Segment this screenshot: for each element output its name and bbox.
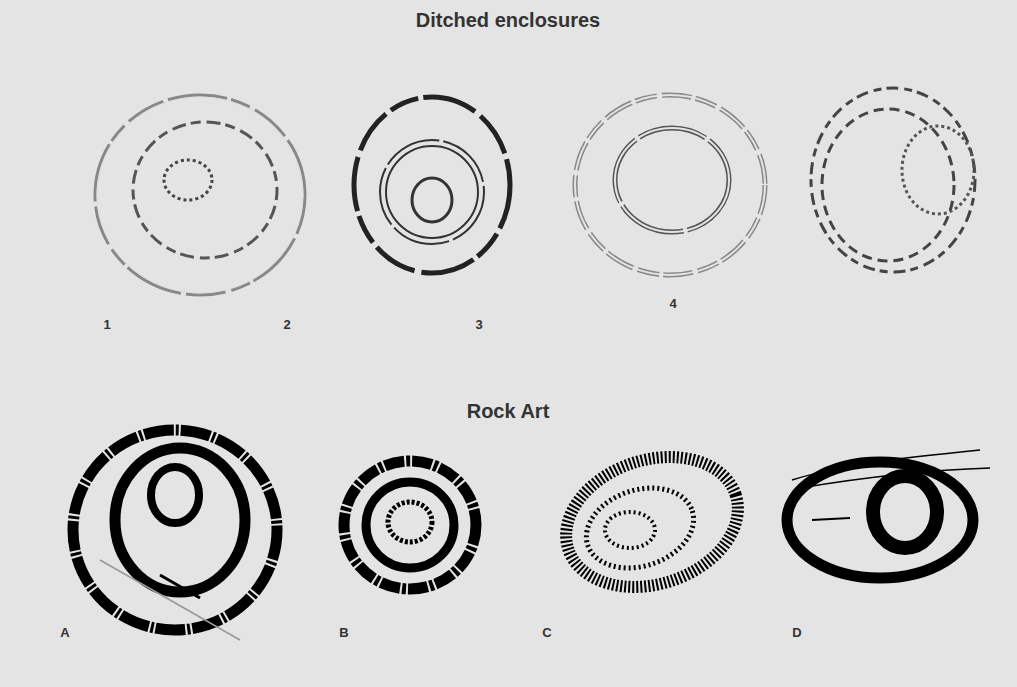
- figure-letter: D: [792, 625, 801, 640]
- rock-art: [73, 430, 990, 640]
- figure-number: 1: [103, 317, 110, 332]
- figure-number: 3: [475, 317, 482, 332]
- ditched-enclosures: [95, 88, 975, 295]
- figure-letter: B: [339, 625, 348, 640]
- figure-letter: A: [60, 625, 69, 640]
- heading: Ditched enclosures: [416, 9, 601, 32]
- figure-letter: C: [542, 625, 551, 640]
- figure-number: 4: [669, 296, 676, 311]
- figure-number: 2: [283, 317, 290, 332]
- heading: Rock Art: [467, 400, 550, 423]
